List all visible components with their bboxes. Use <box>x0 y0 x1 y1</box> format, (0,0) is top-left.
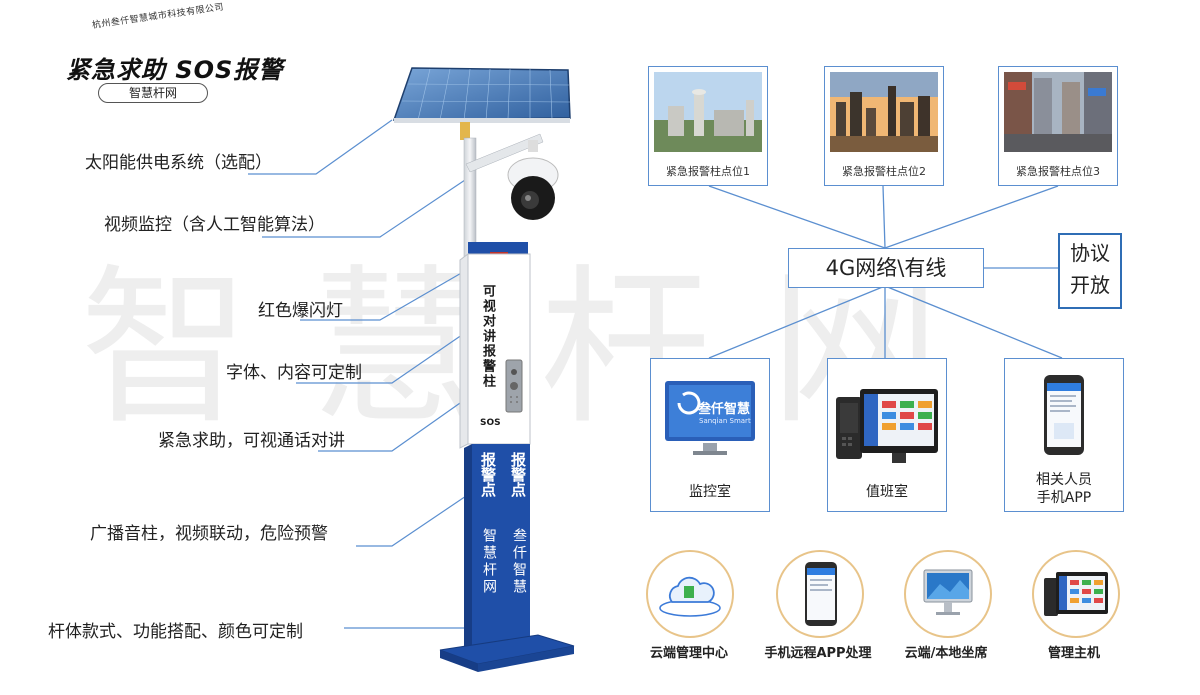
bottom-label-cloud: 云端管理中心 <box>649 646 728 661</box>
site-card-3: 紧急报警柱点位3 <box>998 66 1118 186</box>
console-icon <box>1044 572 1108 616</box>
leader-line-text <box>296 327 473 384</box>
bottom-label-host: 管理主机 <box>1047 646 1100 661</box>
network-node: 4G网络\有线 <box>788 248 984 288</box>
endpoint-label-duty-room: 值班室 <box>866 484 908 500</box>
smartphone-icon <box>1044 375 1084 455</box>
pole-sos-label: SOS <box>480 418 501 428</box>
monitor-screen-icon <box>665 381 755 455</box>
leader-line-solar <box>248 119 393 175</box>
endpoint-label-mobile-app: 相关人员 手机APP <box>1005 471 1123 507</box>
desk-console-icon <box>836 389 938 463</box>
pole-blue-left-title: 报警点 <box>479 452 497 497</box>
pole-blue-right-sub: 叁仟智慧 <box>511 528 527 596</box>
brand-pill: 智慧杆网 <box>98 83 208 103</box>
feature-solar: 太阳能供电系统（选配） <box>85 153 272 173</box>
feature-intercom: 紧急求助，可视通话对讲 <box>158 431 345 451</box>
bottom-label-mobile: 手机远程APP处理 <box>764 646 872 661</box>
feature-speaker: 广播音柱，视频联动，危险预警 <box>90 524 328 544</box>
feature-pole-custom: 杆体款式、功能搭配、颜色可定制 <box>48 622 303 642</box>
endpoint-mobile-app: 相关人员 手机APP <box>1004 358 1124 512</box>
monitor-brand-sub: Sanqian Smart <box>699 417 751 425</box>
site-photo-factory <box>654 72 762 152</box>
endpoint-monitor-room: 叁仟智慧 Sanqian Smart 监控室 <box>650 358 770 512</box>
site-card-2: 紧急报警柱点位2 <box>824 66 944 186</box>
site-photo-city-dusk <box>830 72 938 152</box>
ptz-camera-icon <box>507 140 559 220</box>
protocol-line-1: 协议 <box>1070 241 1110 265</box>
feature-camera: 视频监控（含人工智能算法） <box>104 215 325 235</box>
protocol-line-2: 开放 <box>1070 273 1110 297</box>
page-title: 紧急求助 SOS报警 <box>66 56 284 84</box>
pole-blue-right-title: 报警点 <box>509 452 527 497</box>
protocol-box: 协议 开放 <box>1058 233 1122 309</box>
management-host-circle <box>1032 550 1120 638</box>
site-label-1: 紧急报警柱点位1 <box>666 165 750 178</box>
feature-custom-text: 字体、内容可定制 <box>226 363 362 383</box>
leader-line-intercom <box>318 395 471 452</box>
leader-line-speaker <box>356 491 473 547</box>
bottom-label-seat: 云端/本地坐席 <box>904 646 988 661</box>
cloud-icon <box>659 576 721 617</box>
site-photo-street <box>1004 72 1112 152</box>
intercom-speaker-icon <box>505 359 523 413</box>
site-card-1: 紧急报警柱点位1 <box>648 66 768 186</box>
endpoint-label-monitor-room: 监控室 <box>689 484 731 500</box>
leader-line-camera <box>262 177 469 238</box>
pole-panel-text: 可视对讲报警柱 <box>480 284 495 389</box>
monitor-icon <box>923 569 973 615</box>
solar-panel-icon <box>392 67 571 140</box>
cloud-center-circle <box>646 550 734 638</box>
endpoint-label-mobile-line1: 相关人员 <box>1036 472 1092 488</box>
site-label-3: 紧急报警柱点位3 <box>1016 165 1100 178</box>
phone-icon <box>805 562 837 626</box>
pole-blue-left-sub: 智慧杆网 <box>481 528 497 596</box>
monitor-brand: 叁仟智慧 <box>698 402 751 417</box>
desktop-seat-circle <box>904 550 992 638</box>
endpoint-label-mobile-line2: 手机APP <box>1036 490 1092 506</box>
mobile-app-circle <box>776 550 864 638</box>
leader-line-beacon <box>300 267 471 321</box>
site-label-2: 紧急报警柱点位2 <box>842 165 926 178</box>
feature-beacon: 红色爆闪灯 <box>258 301 343 321</box>
sos-pole-illustration <box>392 67 575 672</box>
endpoint-duty-room: 值班室 <box>827 358 947 512</box>
